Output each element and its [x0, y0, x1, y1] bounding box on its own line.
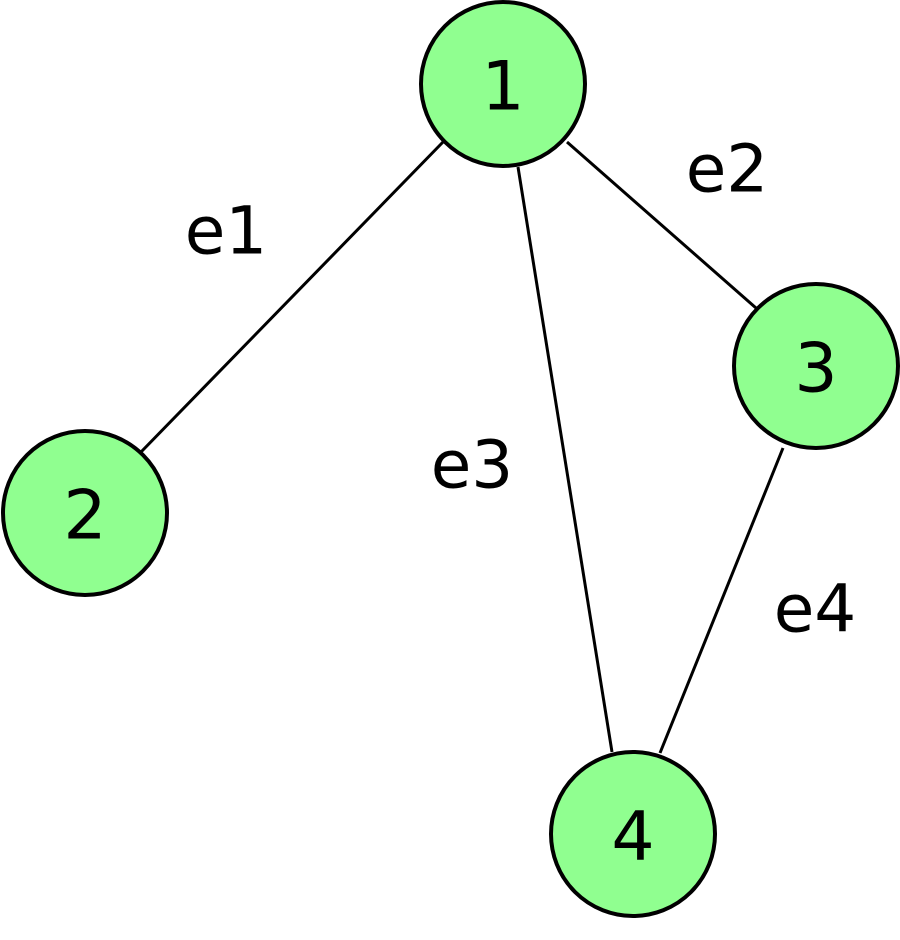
node-4-label: 4 [611, 798, 654, 877]
node-3-circle [732, 282, 900, 450]
edge-e3-label: e3 [431, 427, 514, 504]
node-2-circle [1, 429, 169, 597]
node-2-label: 2 [63, 477, 106, 556]
edge-e2-label: e2 [686, 131, 769, 208]
node-1: 1 [419, 0, 587, 168]
node-2: 2 [1, 429, 169, 597]
node-4: 4 [549, 750, 717, 918]
edge-e4-label: e4 [774, 571, 857, 648]
node-1-circle [419, 0, 587, 168]
edge-e3-line [516, 166, 614, 753]
node-3: 3 [732, 282, 900, 450]
node-1-label: 1 [481, 48, 524, 127]
node-3-label: 3 [794, 330, 837, 409]
edge-e1-label: e1 [185, 193, 268, 270]
node-4-circle [549, 750, 717, 918]
edge-e4-line [658, 447, 785, 754]
edge-e1-line [139, 140, 445, 454]
edge-e2-line [566, 140, 757, 310]
